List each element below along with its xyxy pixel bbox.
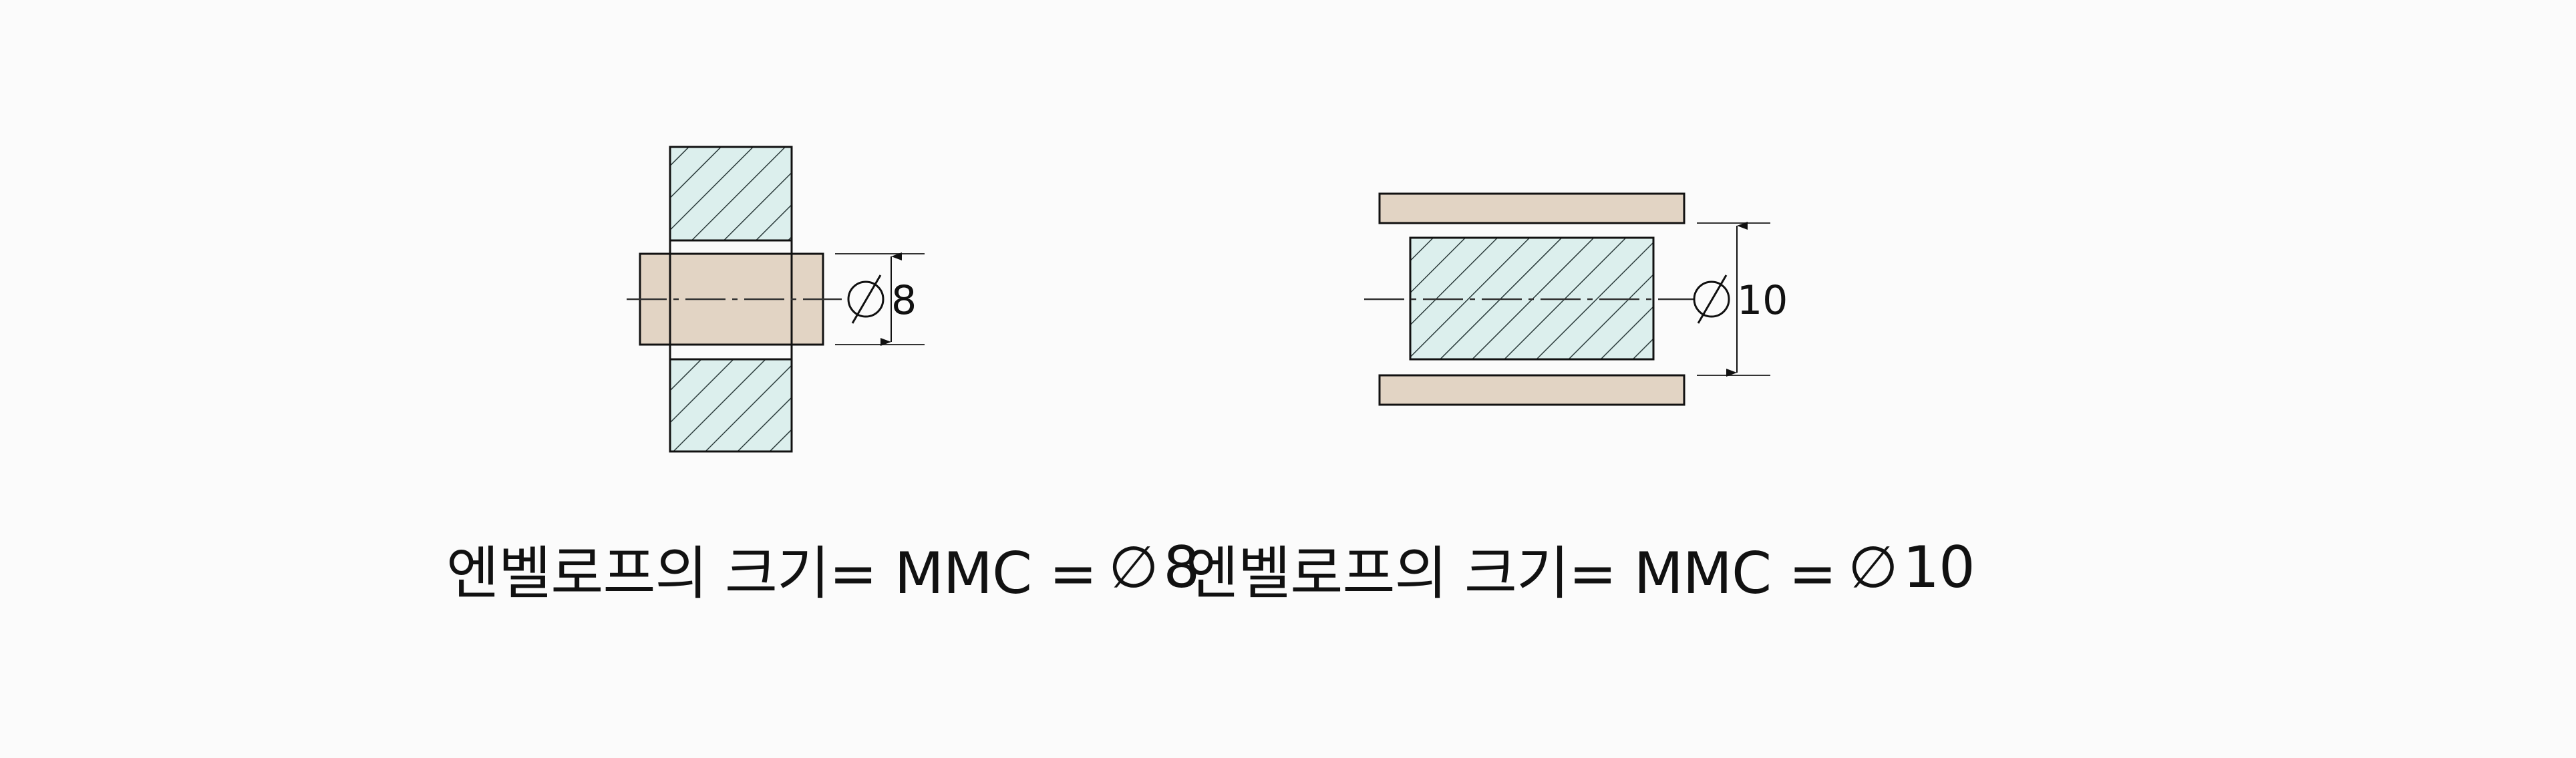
left-caption-diameter-icon: ∅ [1108, 534, 1158, 601]
right-plate-top [1378, 192, 1685, 224]
right-caption-value: 10 [1903, 534, 1975, 601]
left-dimension-value: 8 [891, 277, 917, 324]
left-hatched-block-bottom [669, 358, 793, 453]
left-diameter-symbol-icon [847, 274, 884, 324]
right-caption: 엔벨로프의 크기= MMC = ∅ 10 [1186, 528, 1975, 608]
left-caption-text: 엔벨로프의 크기= MMC = [446, 540, 1097, 607]
right-caption-diameter-icon: ∅ [1848, 534, 1898, 601]
right-dimension-value: 10 [1737, 277, 1788, 324]
right-plate-bottom [1378, 374, 1685, 406]
right-diameter-symbol-icon [1693, 274, 1730, 324]
left-figure: 8 [627, 146, 925, 453]
right-figure: 10 [1364, 192, 1788, 406]
left-hatched-block-top [669, 146, 793, 242]
left-caption: 엔벨로프의 크기= MMC = ∅ 8 [446, 528, 1200, 608]
right-caption-text: 엔벨로프의 크기= MMC = [1186, 540, 1836, 607]
left-caption-value: 8 [1163, 534, 1200, 601]
